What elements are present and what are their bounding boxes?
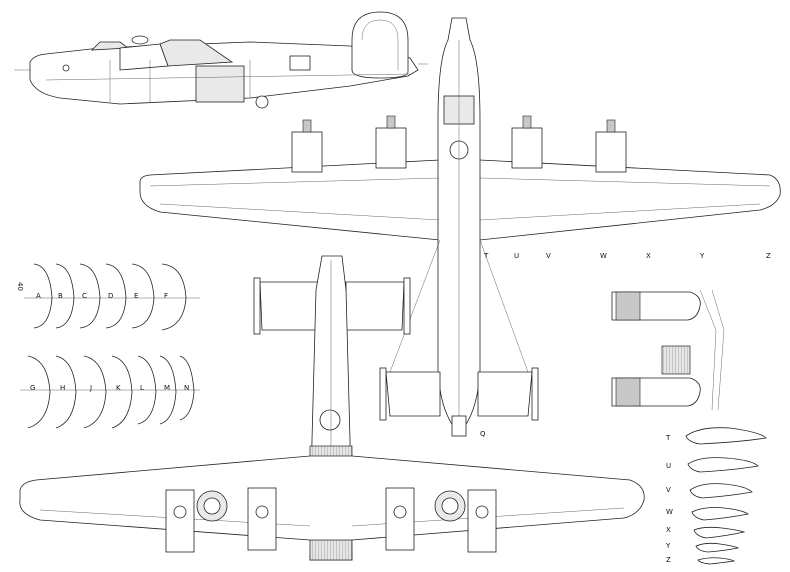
fuselage-side-number: 40 bbox=[16, 282, 24, 291]
lower-left-stabilizer bbox=[259, 281, 319, 331]
wing-station-u: U bbox=[514, 252, 519, 260]
wing-station-labels: T U V W X Y Z bbox=[483, 252, 771, 260]
tail-station-q: Q bbox=[480, 430, 486, 438]
wing-station-t: T bbox=[483, 252, 489, 260]
airfoil-z: Z bbox=[666, 556, 671, 564]
airfoil-y: Y bbox=[665, 542, 671, 550]
engine-nacelles-top bbox=[291, 115, 627, 173]
bottom-plan-view bbox=[19, 255, 645, 561]
section-a: A bbox=[36, 292, 41, 300]
section-k: K bbox=[116, 384, 121, 392]
top-turret bbox=[131, 35, 149, 45]
wing-station-v: V bbox=[546, 252, 551, 260]
bomb-bay-side bbox=[195, 65, 245, 103]
wing-station-w: W bbox=[600, 252, 607, 260]
waist-window bbox=[289, 55, 311, 71]
main-gear bbox=[255, 95, 269, 109]
lower-wing-planform bbox=[19, 455, 645, 541]
airfoil-x: X bbox=[666, 526, 671, 534]
ball-turret bbox=[319, 409, 341, 431]
section-e: E bbox=[134, 292, 138, 300]
section-f: F bbox=[164, 292, 168, 300]
airfoil-sections: T U V W X Y Z bbox=[665, 427, 767, 565]
left-stabilizer bbox=[385, 371, 441, 417]
section-h: H bbox=[60, 384, 65, 392]
right-stabilizer bbox=[477, 371, 533, 417]
side-view bbox=[14, 11, 428, 109]
airfoil-t: T bbox=[665, 434, 671, 442]
section-g: G bbox=[30, 384, 35, 392]
airfoil-v: V bbox=[666, 486, 671, 494]
wing-station-x: X bbox=[646, 252, 651, 260]
engine-nacelles-bottom bbox=[165, 487, 497, 553]
section-l: L bbox=[140, 384, 144, 392]
fuselage-cross-sections: 40 A B C D E F G H J K L M N bbox=[16, 263, 200, 429]
wing-station-y: Y bbox=[699, 252, 705, 260]
section-n: N bbox=[184, 384, 189, 392]
tail-fin bbox=[351, 11, 409, 79]
cockpit-canopy bbox=[90, 41, 130, 51]
section-b: B bbox=[58, 292, 63, 300]
section-j: J bbox=[89, 384, 92, 392]
section-m: M bbox=[164, 384, 170, 392]
lower-right-stabilizer bbox=[345, 281, 405, 331]
section-d: D bbox=[108, 292, 113, 300]
airfoil-u: U bbox=[666, 462, 671, 470]
section-c: C bbox=[82, 292, 87, 300]
top-plan-view bbox=[139, 17, 781, 437]
nacelle-detail-view bbox=[611, 289, 725, 411]
wing-station-z: Z bbox=[766, 252, 771, 260]
airfoil-w: W bbox=[666, 508, 673, 516]
